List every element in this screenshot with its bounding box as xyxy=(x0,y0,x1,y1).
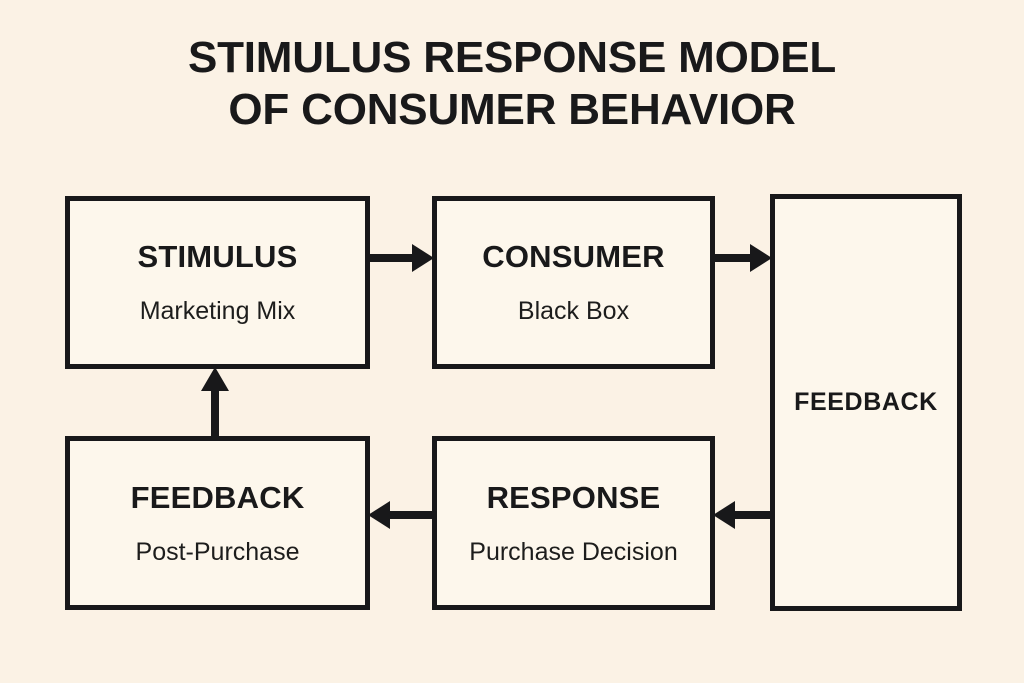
node-response-subtitle: Purchase Decision xyxy=(469,537,678,566)
arrow-left-icon-response-to-feedback xyxy=(368,500,434,530)
page-title: STIMULUS RESPONSE MODEL OF CONSUMER BEHA… xyxy=(0,32,1024,136)
node-feedback-loop: FEEDBACK xyxy=(770,194,962,611)
node-stimulus-title: STIMULUS xyxy=(137,239,298,274)
node-stimulus: STIMULUS Marketing Mix xyxy=(65,196,370,369)
node-feedback-loop-title: FEEDBACK xyxy=(794,388,938,416)
page-title-line-1: STIMULUS RESPONSE MODEL xyxy=(187,33,837,82)
arrow-right-icon-stimulus-to-consumer xyxy=(368,243,434,273)
node-response-title: RESPONSE xyxy=(486,479,661,515)
node-consumer: CONSUMER Black Box xyxy=(432,196,715,369)
node-feedback-subtitle: Post-Purchase xyxy=(135,537,300,566)
node-response: RESPONSE Purchase Decision xyxy=(432,436,715,610)
arrow-up-icon-feedback-to-stimulus xyxy=(200,367,230,439)
node-consumer-title: CONSUMER xyxy=(482,239,665,274)
page-title-line-2: OF CONSUMER BEHAVIOR xyxy=(228,85,796,134)
arrow-left-icon-feedback-loop-to-response xyxy=(713,500,772,530)
node-feedback: FEEDBACK Post-Purchase xyxy=(65,436,370,610)
node-consumer-subtitle: Black Box xyxy=(517,297,630,325)
node-stimulus-subtitle: Marketing Mix xyxy=(139,297,296,325)
arrow-right-icon-consumer-to-feedback-loop xyxy=(713,243,772,273)
node-feedback-title: FEEDBACK xyxy=(130,479,305,515)
